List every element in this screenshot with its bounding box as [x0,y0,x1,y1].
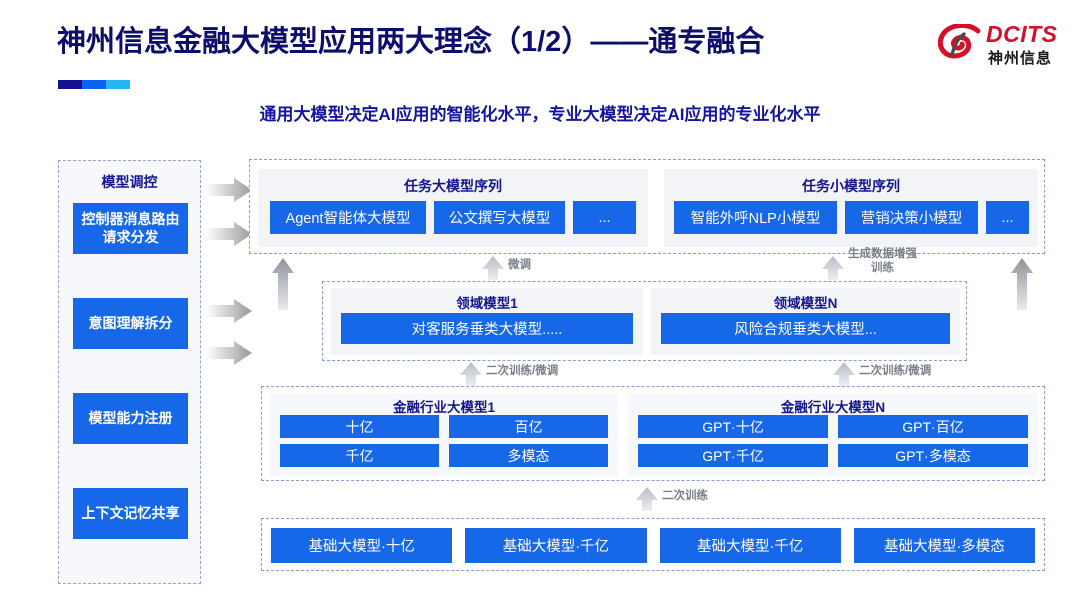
feed-arrow-icon-2 [206,222,252,246]
chip-task-large-more[interactable]: ... [573,201,636,234]
domain-model-region: 领域模型1 对客服务垂类大模型..... 领域模型N 风险合规垂类大模型... [322,281,967,361]
up-arrow-icon-retrain-right [833,362,855,386]
accent-segment-1 [58,80,83,89]
control-item-intent[interactable]: 意图理解拆分 [73,298,188,349]
chip-fin1-ten-billion[interactable]: 百亿 [449,415,608,438]
chip-customer-service-vertical-model[interactable]: 对客服务垂类大模型..... [341,313,633,344]
up-arrow-icon-right-edge [1011,258,1033,310]
task-small-model-sequence-card: 任务小模型序列 智能外呼NLP小模型 营销决策小模型 ... [664,169,1038,247]
base-model-row: 基础大模型·十亿 基础大模型·千亿 基础大模型·千亿 基础大模型·多模态 [271,528,1035,563]
feed-arrow-icon-3 [206,299,252,323]
financial-industry-model-1-title: 金融行业大模型1 [392,400,495,415]
task-large-model-sequence-card: 任务大模型序列 Agent智能体大模型 公文撰写大模型 ... [258,169,648,247]
chip-task-small-more[interactable]: ... [986,201,1029,234]
accent-segment-2 [82,80,107,89]
feed-arrow-icon-4 [206,341,252,365]
dcits-logo: DCITS 神州信息 [938,20,1066,72]
chip-fin1-hundred-billion[interactable]: 千亿 [280,444,439,467]
up-arrow-icon-retrain-base [636,487,658,511]
task-small-model-sequence-title: 任务小模型序列 [802,178,900,194]
chip-finn-gpt-multimodal[interactable]: GPT·多模态 [838,444,1028,467]
chip-outbound-nlp-small-model[interactable]: 智能外呼NLP小模型 [674,201,837,234]
chip-marketing-decision-small-model[interactable]: 营销决策小模型 [845,201,978,234]
control-item-registry[interactable]: 模型能力注册 [73,393,188,444]
chip-document-writing-large-model[interactable]: 公文撰写大模型 [434,201,565,234]
financial-industry-model-1-chip-grid: 十亿 百亿 千亿 多模态 [280,415,608,467]
financial-industry-model-n-title: 金融行业大模型N [780,400,886,415]
up-arrow-icon-finetune [482,256,504,280]
domain-model-n-card: 领域模型N 风险合规垂类大模型... [651,288,960,355]
financial-industry-model-n-card: 金融行业大模型N GPT·十亿 GPT·百亿 GPT·千亿 GPT·多模态 [628,393,1038,476]
title-accent-bar [58,80,130,89]
flow-label-data-augmentation-line1: 生成数据增强 [848,248,917,260]
chip-finn-gpt-ten-billion[interactable]: GPT·百亿 [838,415,1028,438]
chip-finn-gpt-billion[interactable]: GPT·十亿 [638,415,828,438]
flow-label-retrain-finetune-right: 二次训练/微调 [859,365,932,377]
task-large-model-sequence-title: 任务大模型序列 [404,178,502,194]
feed-arrow-icon-1 [206,178,252,202]
chip-risk-compliance-vertical-model[interactable]: 风险合规垂类大模型... [661,313,950,344]
flow-label-retrain: 二次训练 [662,490,708,502]
model-control-panel: 模型调控 控制器消息路由请求分发 意图理解拆分 模型能力注册 上下文记忆共享 [58,160,201,584]
flow-label-data-augmentation-line2: 训练 [871,262,894,275]
chip-agent-large-model[interactable]: Agent智能体大模型 [270,201,426,234]
base-model-region: 基础大模型·十亿 基础大模型·千亿 基础大模型·千亿 基础大模型·多模态 [261,518,1045,571]
dcits-logo-mark-icon [938,24,981,59]
up-arrow-icon-data-aug [822,256,844,280]
up-arrow-icon-left-edge [272,258,294,310]
chip-base-multimodal[interactable]: 基础大模型·多模态 [853,528,1035,563]
domain-model-1-card: 领域模型1 对客服务垂类大模型..... [331,288,643,355]
model-control-title: 模型调控 [101,174,158,190]
financial-industry-model-n-chip-grid: GPT·十亿 GPT·百亿 GPT·千亿 GPT·多模态 [638,415,1028,467]
logo-text-cn: 神州信息 [988,50,1053,67]
chip-fin1-billion[interactable]: 十亿 [280,415,439,438]
flow-label-retrain-finetune-left: 二次训练/微调 [486,365,559,377]
chip-base-hundred-billion-1[interactable]: 基础大模型·千亿 [465,528,647,563]
chip-finn-gpt-hundred-billion[interactable]: GPT·千亿 [638,444,828,467]
financial-industry-model-1-card: 金融行业大模型1 十亿 百亿 千亿 多模态 [270,393,618,476]
up-arrow-icon-retrain-left [460,362,482,386]
flow-label-data-augmentation: 生成数据增强 训练 [848,247,917,276]
page-header: 神州信息金融大模型应用两大理念（1/2）——通专融合 DCITS 神州信息 通用… [0,0,1080,124]
domain-model-1-title: 领域模型1 [456,296,518,311]
chip-fin1-multimodal[interactable]: 多模态 [449,444,608,467]
chip-base-billion[interactable]: 基础大模型·十亿 [271,528,453,563]
page-subtitle: 通用大模型决定AI应用的智能化水平，专业大模型决定AI应用的专业化水平 [259,105,821,124]
control-item-context[interactable]: 上下文记忆共享 [73,488,188,539]
task-sequence-region: 任务大模型序列 Agent智能体大模型 公文撰写大模型 ... 任务小模型序列 … [249,159,1045,254]
flow-label-finetune: 微调 [508,259,531,271]
chip-base-hundred-billion-2[interactable]: 基础大模型·千亿 [659,528,841,563]
accent-segment-3 [106,80,130,89]
domain-model-n-title: 领域模型N [773,296,838,311]
financial-industry-model-region: 金融行业大模型1 十亿 百亿 千亿 多模态 金融行业大模型N GPT·十亿 GP… [261,386,1045,481]
control-item-router[interactable]: 控制器消息路由请求分发 [73,203,188,254]
logo-text-en: DCITS [986,21,1058,47]
page-title: 神州信息金融大模型应用两大理念（1/2）——通专融合 [57,26,765,58]
